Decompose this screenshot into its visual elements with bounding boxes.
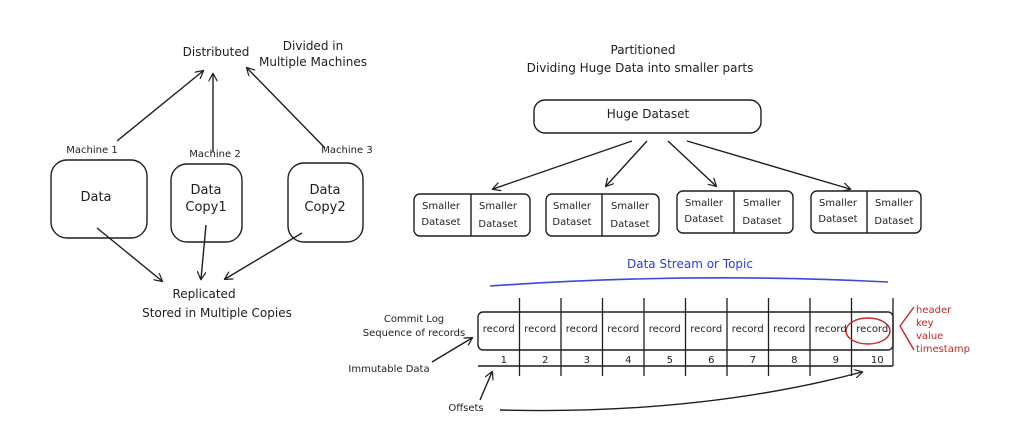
offset-6: 6 — [708, 355, 715, 366]
partition-2-cell-2-line-2: Dataset — [610, 219, 650, 230]
arrow-machine1-to-replicated — [96, 227, 162, 281]
partitioned-subtitle: Dividing Huge Data into smaller parts — [526, 61, 754, 75]
machine-1-content: Data — [80, 190, 112, 205]
offset-9: 9 — [832, 355, 839, 366]
immutable-data-label: Immutable Data — [348, 364, 430, 375]
partition-4-cell-2-line-2: Dataset — [874, 216, 914, 227]
machine-2-content-line-1: Data — [190, 183, 222, 198]
record-2: record — [524, 324, 557, 335]
highlighted-record-circle — [845, 317, 891, 345]
offset-3: 3 — [583, 355, 590, 366]
partition-1-cell-1-line-2: Dataset — [421, 217, 461, 228]
record-fields-bracket — [899, 306, 915, 351]
huge-dataset-label: Huge Dataset — [606, 107, 690, 121]
partition-group-4 — [810, 190, 922, 234]
arrow-machine2-to-replicated — [201, 224, 207, 279]
partition-3-cell-1-line-2: Dataset — [684, 214, 724, 225]
offset-2: 2 — [542, 355, 549, 366]
machine-1-label: Machine 1 — [66, 145, 118, 156]
replicated-title: Replicated — [172, 287, 236, 301]
arrow-to-partition-3 — [667, 140, 716, 186]
machine-3-content-line-2: Copy2 — [304, 200, 346, 215]
record-5: record — [648, 324, 681, 335]
machine-3-content-line-1: Data — [309, 183, 341, 198]
partition-2-cell-1-line-2: Dataset — [552, 217, 592, 228]
distributed-title: Distributed — [182, 45, 250, 59]
partition-group-2 — [545, 193, 660, 237]
record-8: record — [773, 324, 806, 335]
record-10: record — [856, 324, 889, 335]
log-grid — [477, 298, 894, 376]
arrow-to-partition-1 — [493, 140, 633, 189]
record-field-header: header — [916, 305, 952, 316]
machine-2-content-line-2: Copy1 — [185, 200, 227, 215]
record-field-key: key — [916, 318, 934, 329]
offset-8: 8 — [791, 355, 798, 366]
arrow-to-partition-4 — [686, 140, 850, 189]
offset-10: 10 — [870, 355, 884, 366]
arrow-offsets-to-offset1 — [479, 372, 492, 401]
partition-2-cell-2-line-1: Smaller — [610, 201, 650, 212]
partition-3-cell-1-line-1: Smaller — [684, 198, 724, 209]
partition-3-cell-2-line-2: Dataset — [742, 216, 782, 227]
partitioned-title: Partitioned — [610, 43, 676, 57]
record-7: record — [731, 324, 764, 335]
divided-note-line-1: Divided in — [282, 39, 344, 53]
partition-group-1 — [413, 193, 531, 237]
partition-1-cell-1-line-1: Smaller — [421, 201, 461, 212]
record-field-value: value — [916, 331, 944, 342]
partition-2-cell-1-line-1: Smaller — [552, 201, 592, 212]
arrow-immutable-to-record1 — [431, 338, 472, 363]
partition-3-cell-2-line-1: Smaller — [742, 198, 782, 209]
partition-4-cell-2-line-1: Smaller — [874, 198, 914, 209]
partition-group-3 — [676, 190, 794, 234]
stream-underline — [489, 277, 889, 287]
machine-3-label: Machine 3 — [321, 145, 373, 156]
record-3: record — [565, 324, 598, 335]
record-4: record — [607, 324, 640, 335]
partition-1-cell-2-line-2: Dataset — [478, 219, 518, 230]
huge-dataset-box — [533, 99, 762, 134]
offset-4: 4 — [625, 355, 632, 366]
commit-log-label-line-1: Commit Log — [383, 314, 445, 325]
offset-5: 5 — [666, 355, 673, 366]
partition-1-cell-2-line-1: Smaller — [478, 201, 518, 212]
arrow-machine3-to-distributed — [247, 68, 326, 149]
stream-title: Data Stream or Topic — [627, 257, 753, 271]
offset-1: 1 — [500, 355, 507, 366]
divided-note-line-2: Multiple Machines — [259, 55, 367, 69]
arrow-machine3-to-replicated — [225, 232, 303, 279]
partition-4-cell-1-line-2: Dataset — [818, 214, 858, 225]
arrow-offsets-to-offset10 — [499, 372, 862, 412]
offset-7: 7 — [749, 355, 756, 366]
machine-2-box — [170, 163, 243, 243]
arrow-to-partition-2 — [606, 140, 648, 186]
machine-2-label: Machine 2 — [189, 149, 241, 160]
machine-1-box — [50, 159, 148, 239]
partition-4-cell-1-line-1: Smaller — [818, 198, 858, 209]
replicated-subtitle: Stored in Multiple Copies — [142, 306, 292, 320]
machine-3-box — [287, 162, 364, 243]
record-field-timestamp: timestamp — [916, 344, 970, 355]
arrow-machine1-to-distributed — [116, 71, 203, 142]
offsets-label: Offsets — [448, 403, 484, 414]
record-6: record — [690, 324, 723, 335]
record-1: record — [482, 324, 515, 335]
commit-log-label-line-2: Sequence of records — [362, 328, 466, 339]
record-9: record — [814, 324, 847, 335]
